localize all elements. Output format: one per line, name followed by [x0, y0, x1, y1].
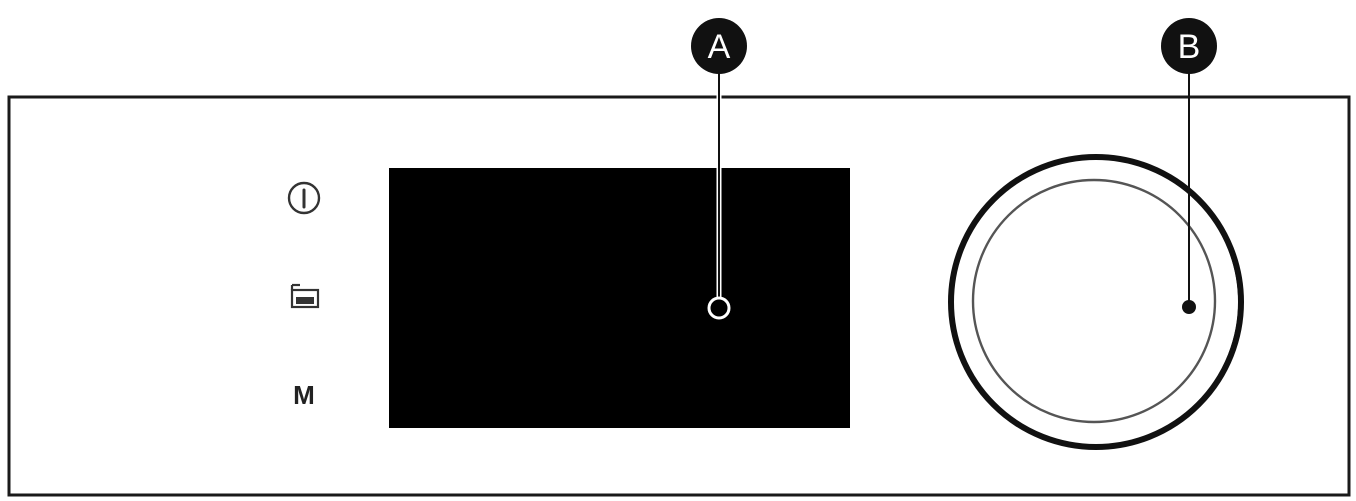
callout-b-badge [1161, 18, 1217, 74]
rotary-knob-icon [948, 154, 1244, 450]
rotary-knob[interactable] [948, 154, 1244, 450]
callout-a: A [691, 18, 747, 320]
info-circle-icon [287, 181, 321, 215]
callout-b-target [1182, 300, 1196, 314]
info-button[interactable] [287, 181, 321, 215]
callout-b: B [1161, 18, 1217, 314]
menu-m-icon: M [293, 380, 315, 410]
oven-icon [290, 283, 320, 309]
oven-button[interactable] [290, 283, 320, 309]
callout-a-label: A [708, 28, 731, 66]
menu-button[interactable]: M [293, 380, 315, 410]
callout-a-badge [691, 18, 747, 74]
callout-a-target [707, 296, 731, 320]
display-screen [389, 168, 850, 428]
callout-b-label: B [1178, 28, 1201, 66]
